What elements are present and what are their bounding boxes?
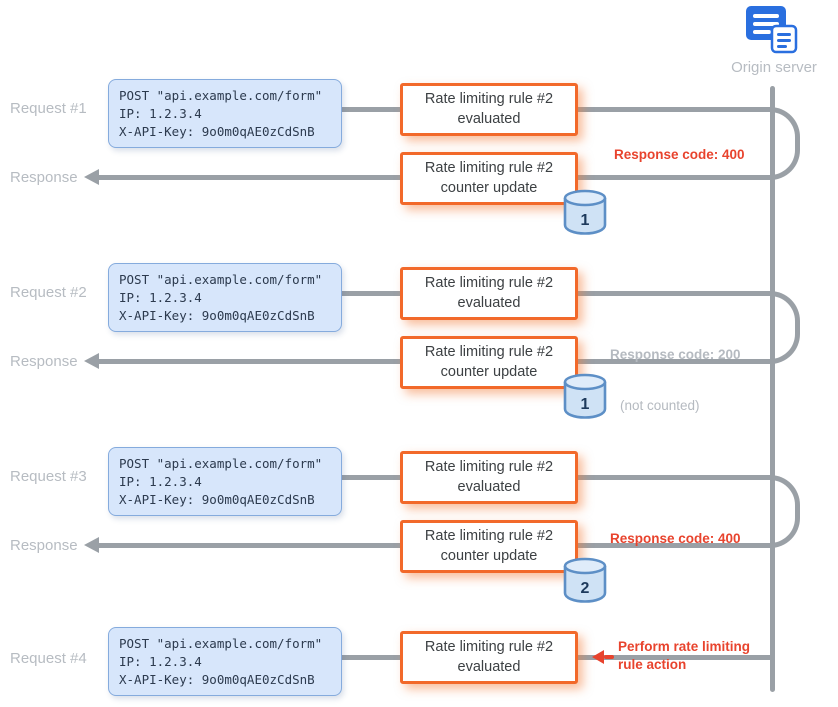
counter-value-3: 2 (581, 580, 590, 597)
request-line-ip: IP: 1.2.3.4 (119, 289, 202, 305)
request-line-apikey: X-API-Key: 9o0m0qAE0zCdSnB (119, 491, 315, 507)
rule-counter-box-2: Rate limiting rule #2 counter update (400, 336, 578, 389)
request-1-payload-card: POST "api.example.com/form" IP: 1.2.3.4 … (108, 79, 342, 149)
response-2-arrowhead-icon (84, 353, 99, 369)
loop-arc-2 (770, 291, 800, 364)
response-3-arrowhead-icon (84, 537, 99, 553)
rule-evaluated-box-2: Rate limiting rule #2 evaluated (400, 267, 578, 320)
counter-value-1: 1 (581, 212, 590, 229)
request-4-payload-card: POST "api.example.com/form" IP: 1.2.3.4 … (108, 627, 342, 697)
rule-evaluated-box-3: Rate limiting rule #2 evaluated (400, 451, 578, 504)
action-arrowhead-icon (592, 650, 604, 664)
rule-evaluated-box-1: Rate limiting rule #2 evaluated (400, 83, 578, 136)
request-line-ip: IP: 1.2.3.4 (119, 105, 202, 121)
response-2-label: Response (10, 353, 78, 370)
response-code-annotation-3: Response code: 400 (610, 531, 741, 546)
counter-cylinder-2: 1 (563, 373, 607, 419)
response-1-label: Response (10, 169, 78, 186)
request-2-payload-card: POST "api.example.com/form" IP: 1.2.3.4 … (108, 263, 342, 333)
counter-cylinder-3: 2 (563, 557, 607, 603)
rule-counter-box-1: Rate limiting rule #2 counter update (400, 152, 578, 205)
response-1-arrowhead-icon (84, 169, 99, 185)
request-line-method: POST "api.example.com/form" (119, 456, 323, 471)
rule-counter-box-3: Rate limiting rule #2 counter update (400, 520, 578, 573)
request-2-label: Request #2 (10, 284, 87, 301)
rate-limit-action-annotation: Perform rate limiting rule action (618, 639, 751, 673)
response-3-label: Response (10, 537, 78, 554)
server-rules-stack-icon (746, 6, 798, 54)
loop-arc-3 (770, 475, 800, 548)
loop-arc-1 (770, 107, 800, 180)
origin-server-label: Origin server (731, 59, 817, 76)
request-line-method: POST "api.example.com/form" (119, 88, 323, 103)
request-line-apikey: X-API-Key: 9o0m0qAE0zCdSnB (119, 123, 315, 139)
request-line-method: POST "api.example.com/form" (119, 636, 323, 651)
request-3-label: Request #3 (10, 468, 87, 485)
request-4-label: Request #4 (10, 650, 87, 667)
request-line-ip: IP: 1.2.3.4 (119, 473, 202, 489)
request-1-label: Request #1 (10, 100, 87, 117)
response-code-annotation-1: Response code: 400 (614, 147, 745, 162)
counter-value-2: 1 (581, 396, 590, 413)
request-line-method: POST "api.example.com/form" (119, 272, 323, 287)
action-arrow-tail (604, 655, 614, 659)
request-line-apikey: X-API-Key: 9o0m0qAE0zCdSnB (119, 671, 315, 687)
lifeline (770, 86, 775, 692)
request-line-apikey: X-API-Key: 9o0m0qAE0zCdSnB (119, 307, 315, 323)
request-3-payload-card: POST "api.example.com/form" IP: 1.2.3.4 … (108, 447, 342, 517)
response-code-annotation-2: Response code: 200 (610, 347, 741, 362)
not-counted-note: (not counted) (620, 398, 700, 413)
request-line-ip: IP: 1.2.3.4 (119, 653, 202, 669)
counter-cylinder-1: 1 (563, 189, 607, 235)
rule-evaluated-box-4: Rate limiting rule #2 evaluated (400, 631, 578, 684)
